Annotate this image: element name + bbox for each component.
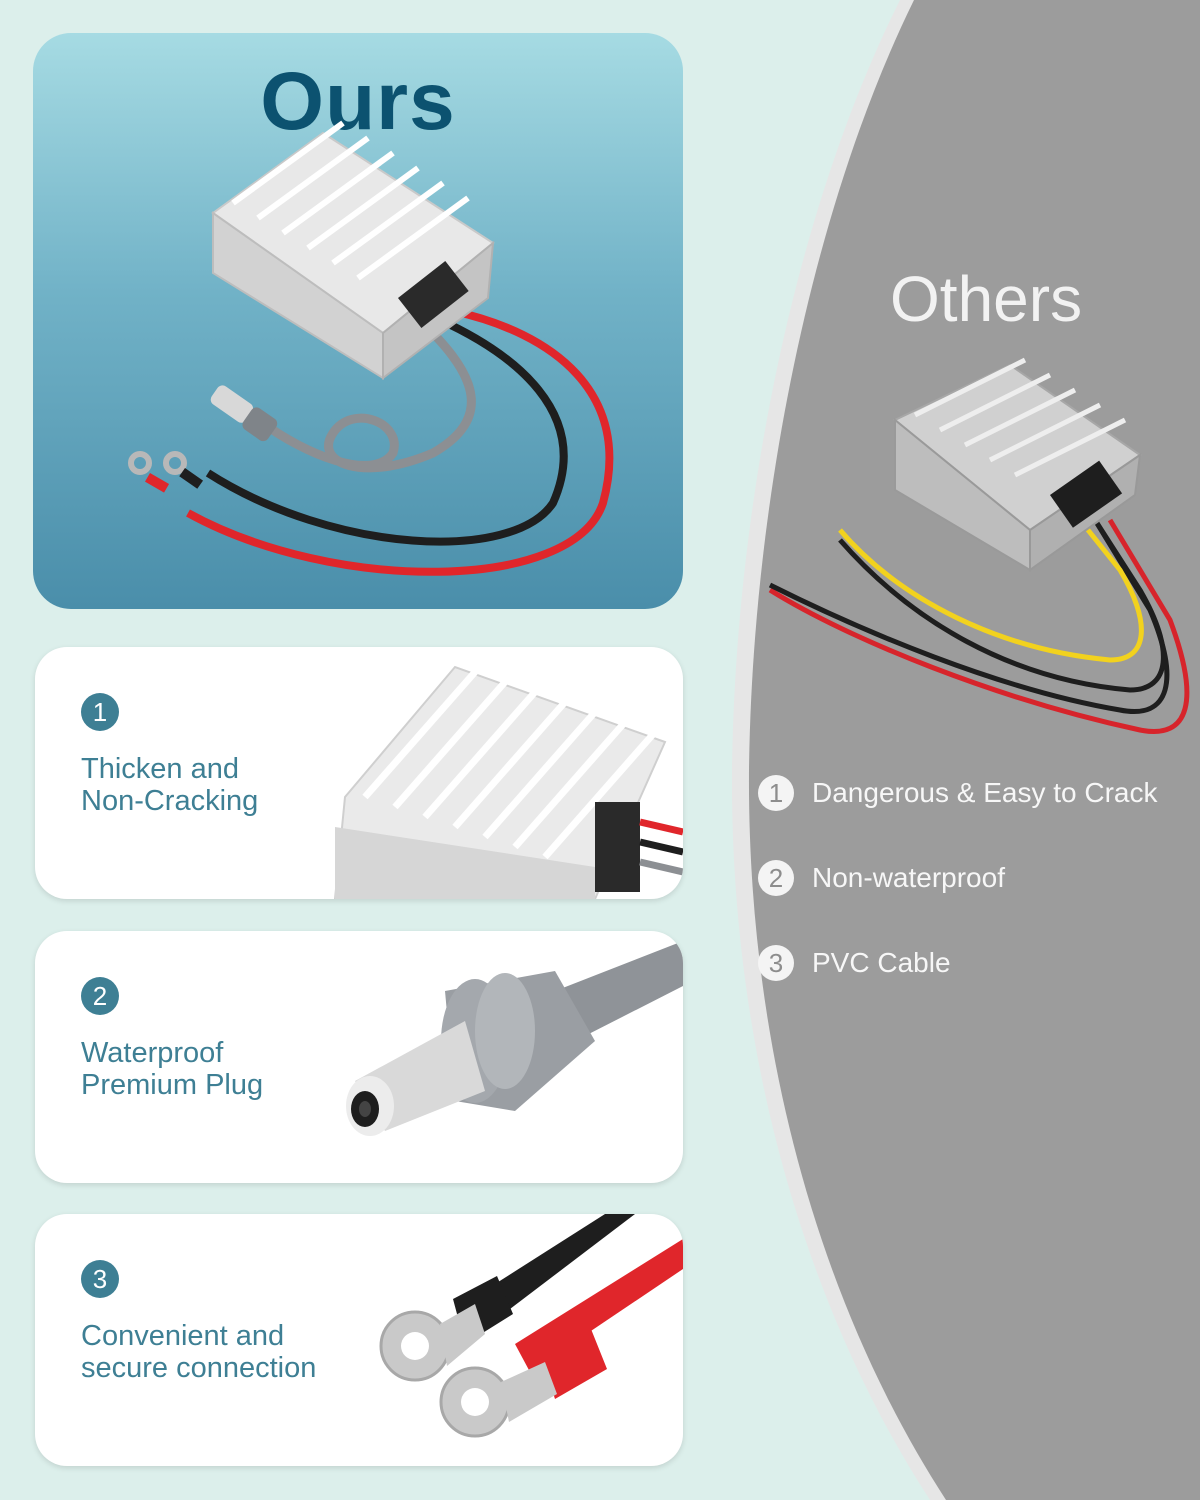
others-title: Others xyxy=(890,263,1083,335)
ours-card: Ours xyxy=(33,33,683,609)
others-item-text: PVC Cable xyxy=(812,947,951,978)
feature-number-badge: 3 xyxy=(81,1260,119,1298)
feature-text-line: Convenient and xyxy=(81,1320,285,1352)
feature-text: Thicken and Non-Cracking xyxy=(81,753,371,817)
feature-number-badge: 1 xyxy=(81,693,119,731)
others-number-badge: 3 xyxy=(758,945,794,981)
ring-terminal-icon xyxy=(379,1214,683,1438)
feature-number-badge: 2 xyxy=(81,977,119,1015)
others-item-text: Non-waterproof xyxy=(812,862,1005,893)
others-number-badge: 2 xyxy=(758,860,794,896)
dc-plug-icon xyxy=(346,941,683,1136)
feature-card-thicken: 1 Thicken and Non-Cracking xyxy=(35,647,683,899)
heatsink-closeup-icon xyxy=(333,665,683,899)
feature-text-line: Thicken and xyxy=(81,753,239,785)
feature-card-waterproof: 2 Waterproof Premium Plug xyxy=(35,931,683,1183)
feature-text-line: Waterproof xyxy=(81,1037,224,1069)
ours-title: Ours xyxy=(260,56,456,147)
feature-card-connection: 3 Convenient and secure connection xyxy=(35,1214,683,1466)
others-item-text: Dangerous & Easy to Crack xyxy=(812,777,1158,808)
feature-text-line: secure connection xyxy=(81,1352,317,1384)
feature-text-line: Premium Plug xyxy=(81,1069,264,1101)
feature-text-line: Non-Cracking xyxy=(81,785,259,817)
feature-text: Convenient and secure connection xyxy=(81,1320,371,1384)
others-number-badge: 1 xyxy=(758,775,794,811)
converter-module-icon xyxy=(128,120,614,576)
feature-text: Waterproof Premium Plug xyxy=(81,1037,371,1101)
